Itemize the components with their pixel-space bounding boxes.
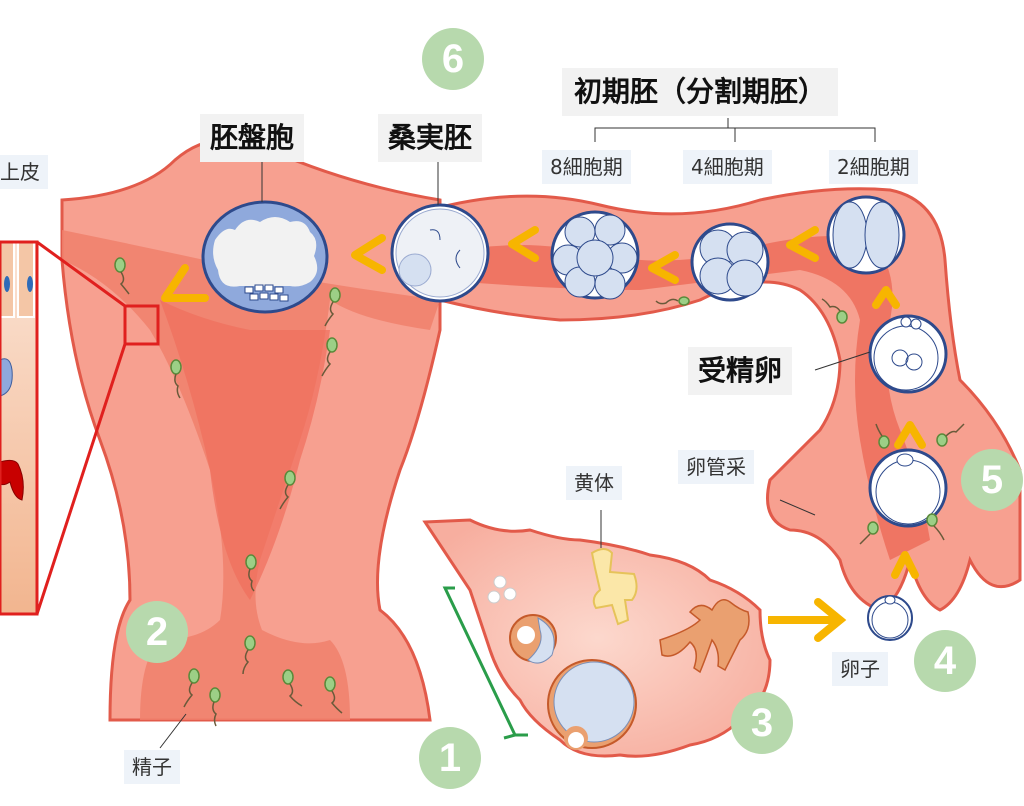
- oocyte: [517, 626, 535, 644]
- endometrium: [160, 300, 330, 600]
- label-morula: 桑実胚: [378, 114, 483, 162]
- polar-body: [910, 318, 922, 330]
- pronucleus: [891, 349, 909, 367]
- label-fertilized-egg: 受精卵: [688, 347, 793, 395]
- sperm: [655, 296, 690, 306]
- sperm: [183, 668, 200, 708]
- early-embryo-bracket: [594, 118, 876, 142]
- cell-nucleus: [4, 276, 10, 292]
- chevron-left-icon: [351, 234, 386, 274]
- sperm: [324, 676, 343, 714]
- primordial-follicle: [493, 575, 507, 589]
- chevron-up-icon: [872, 286, 900, 309]
- sperm: [245, 554, 257, 592]
- ovulation-arrow: [768, 598, 847, 642]
- sperm: [324, 287, 341, 327]
- sperm: [242, 635, 256, 675]
- label-fimbriae: 卵管采: [678, 450, 754, 484]
- chevron-left-icon: [786, 226, 819, 262]
- follicle-bracket: [442, 586, 528, 740]
- label-8cell: 8細胞期: [542, 150, 631, 184]
- sperm-group: [114, 257, 965, 727]
- chevron-left-icon: [161, 264, 209, 302]
- fertilized-egg-pointer: [814, 351, 871, 371]
- immune-cell: [0, 358, 13, 397]
- ruptured-follicle: [659, 599, 750, 674]
- ovary: [422, 510, 772, 758]
- egg: [867, 595, 913, 641]
- label-4cell: 4細胞期: [683, 150, 772, 184]
- polar-body: [900, 316, 912, 328]
- step-badge-6: 6: [422, 28, 484, 90]
- label-epithelium: 上皮: [0, 155, 48, 189]
- label-2cell: 2細胞期: [829, 150, 918, 184]
- pointer-lines: [159, 118, 876, 749]
- step-badge-5: 5: [961, 449, 1023, 511]
- zoom-line-top: [36, 240, 126, 308]
- follicle-antrum: [527, 617, 555, 664]
- sperm: [936, 423, 965, 447]
- fimbriae-pointer: [779, 499, 816, 516]
- primordial-follicle: [503, 587, 517, 601]
- polar-body: [884, 595, 896, 605]
- chevron-up-icon: [891, 551, 919, 579]
- inset-frame: [0, 240, 39, 616]
- sperm: [282, 669, 303, 707]
- zoom-box: [123, 304, 160, 346]
- zoom-indicator: [35, 240, 160, 615]
- uterus: [60, 138, 442, 722]
- sperm: [821, 298, 848, 324]
- sperm: [114, 257, 130, 295]
- step-badge-3: 3: [731, 692, 793, 754]
- sperm: [875, 423, 890, 449]
- sperm: [321, 337, 338, 377]
- sperm: [859, 521, 879, 545]
- sperm: [279, 470, 296, 510]
- sperm: [170, 359, 182, 399]
- cell-nucleus: [27, 276, 33, 292]
- mature-oocyte: [568, 732, 584, 748]
- morula: [390, 203, 490, 303]
- epithelium-inset: [0, 240, 39, 616]
- embryo-4cell: [690, 222, 770, 302]
- label-corpus-luteum: 黄体: [566, 466, 622, 500]
- primordial-follicle: [487, 590, 501, 604]
- sperm: [209, 687, 221, 727]
- blastocyst: [201, 200, 329, 314]
- fertilized-egg: [868, 314, 948, 394]
- blastocoel: [213, 217, 318, 287]
- embryo-8cell: [550, 210, 640, 300]
- chevron-up-icon: [894, 421, 926, 449]
- mature-follicle-antrum: [553, 661, 635, 743]
- blood-vessel: [0, 459, 24, 501]
- inner-cell-mass: [244, 284, 289, 302]
- migration-arrows: [161, 226, 926, 579]
- sperm-pointer: [159, 713, 187, 749]
- label-egg: 卵子: [832, 652, 888, 686]
- step-badge-1: 1: [419, 727, 481, 789]
- pronucleus: [905, 353, 923, 371]
- step-badge-4: 4: [914, 630, 976, 692]
- zoom-line-bottom: [35, 343, 127, 615]
- embryo-2cell: [826, 195, 906, 275]
- step-badge-2: 2: [126, 601, 188, 663]
- label-early-embryo: 初期胚（分割期胚）: [562, 68, 839, 116]
- sperm: [926, 513, 945, 541]
- chevron-left-icon: [508, 226, 539, 262]
- label-sperm: 精子: [124, 750, 180, 784]
- egg-at-fertilization: [868, 448, 948, 528]
- chevron-left-icon: [648, 251, 679, 284]
- label-blastocyst: 胚盤胞: [200, 114, 305, 162]
- corpus-luteum: [590, 548, 638, 626]
- arrow-head: [814, 598, 847, 642]
